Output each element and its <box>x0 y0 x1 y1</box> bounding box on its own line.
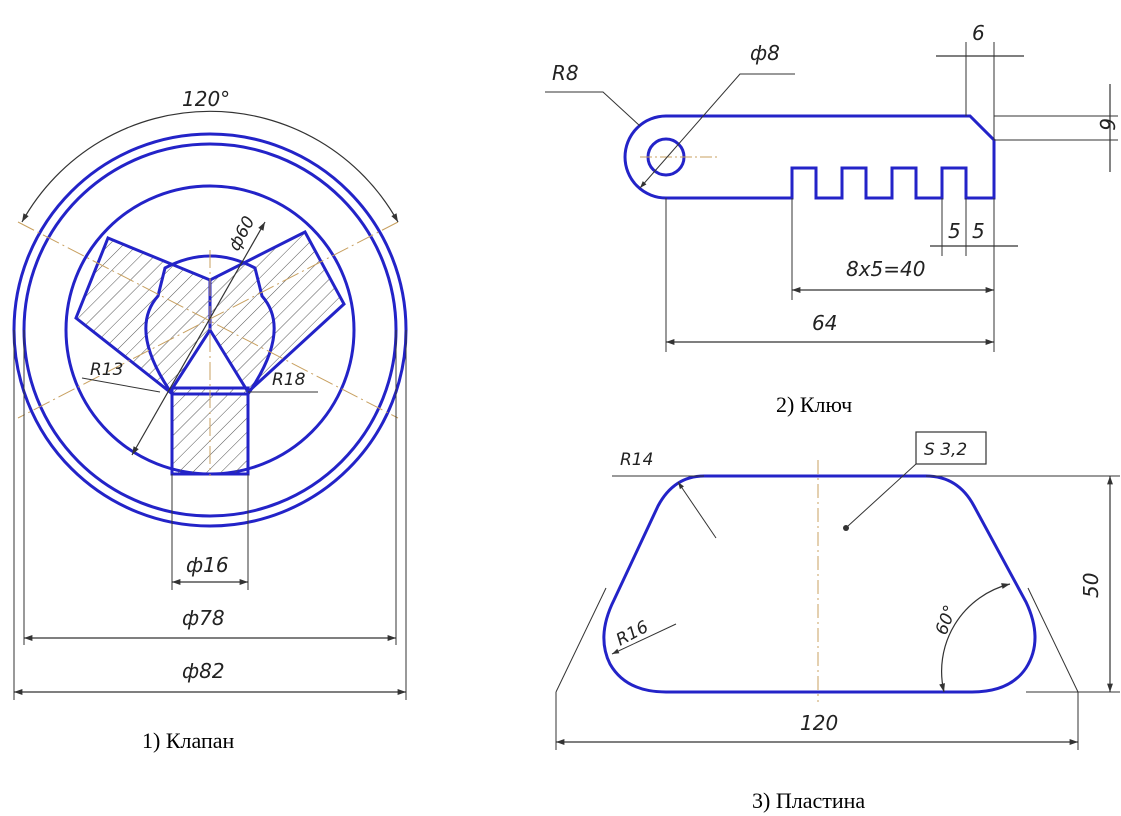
plate-construction-line <box>555 587 607 693</box>
plate-thickness-box <box>915 431 987 465</box>
plate-thickness-leader <box>847 463 917 527</box>
key-dia8-leader <box>639 73 795 189</box>
plate-width-label: 120 <box>800 711 838 735</box>
valve-r13-leader <box>81 377 161 393</box>
valve-angle-dim-arc <box>21 110 399 223</box>
key-side6-label: 6 <box>1095 118 1119 131</box>
plate-r14-leader <box>677 481 717 539</box>
key-teeth-label: 8x5=40 <box>846 257 926 281</box>
key-drawing: R8 ф8 6 6 5 5 8x5=40 64 2) Ключ <box>545 21 1119 417</box>
key-slot5b-label: 5 <box>972 219 985 243</box>
key-len64-label: 64 <box>812 311 837 335</box>
key-caption: 2) Ключ <box>776 392 852 417</box>
plate-thickness-label: S 3,2 <box>924 440 967 460</box>
valve-dia78-label: ф78 <box>182 606 225 630</box>
key-top6-label: 6 <box>972 21 985 45</box>
valve-r18-label: R18 <box>272 370 306 390</box>
key-dia8-label: ф8 <box>750 41 780 65</box>
plate-construction-line <box>1027 587 1079 693</box>
plate-r16-label: R16 <box>613 617 652 650</box>
valve-drawing: 120° ф60 R13 R18 ф16 ф78 ф82 1) Клапан <box>12 87 408 753</box>
valve-dia16-label: ф16 <box>186 553 229 577</box>
key-outline <box>623 114 996 200</box>
key-r8-leader <box>545 91 641 127</box>
plate-angle-arc <box>939 583 1011 693</box>
valve-angle-label: 120° <box>182 87 230 111</box>
valve-caption: 1) Клапан <box>142 728 234 753</box>
plate-r16-leader <box>611 623 677 655</box>
plate-outline <box>602 474 1037 694</box>
plate-r14-label: R14 <box>620 450 653 470</box>
valve-dia60-label: ф60 <box>225 213 260 254</box>
plate-thickness-dot <box>843 525 849 531</box>
valve-dia82-label: ф82 <box>182 659 225 683</box>
valve-r13-label: R13 <box>90 360 123 380</box>
valve-dia60-dim-line <box>131 221 266 456</box>
plate-caption: 3) Пластина <box>752 788 865 813</box>
key-slot5a-label: 5 <box>948 219 961 243</box>
plate-drawing: R14 R16 S 3,2 60° 50 120 3) Пластина <box>555 431 1120 813</box>
valve-spoke-upper-right <box>208 230 346 395</box>
plate-angle-label: 60° <box>932 603 961 638</box>
plate-height-label: 50 <box>1079 573 1103 598</box>
key-r8-label: R8 <box>552 61 579 85</box>
